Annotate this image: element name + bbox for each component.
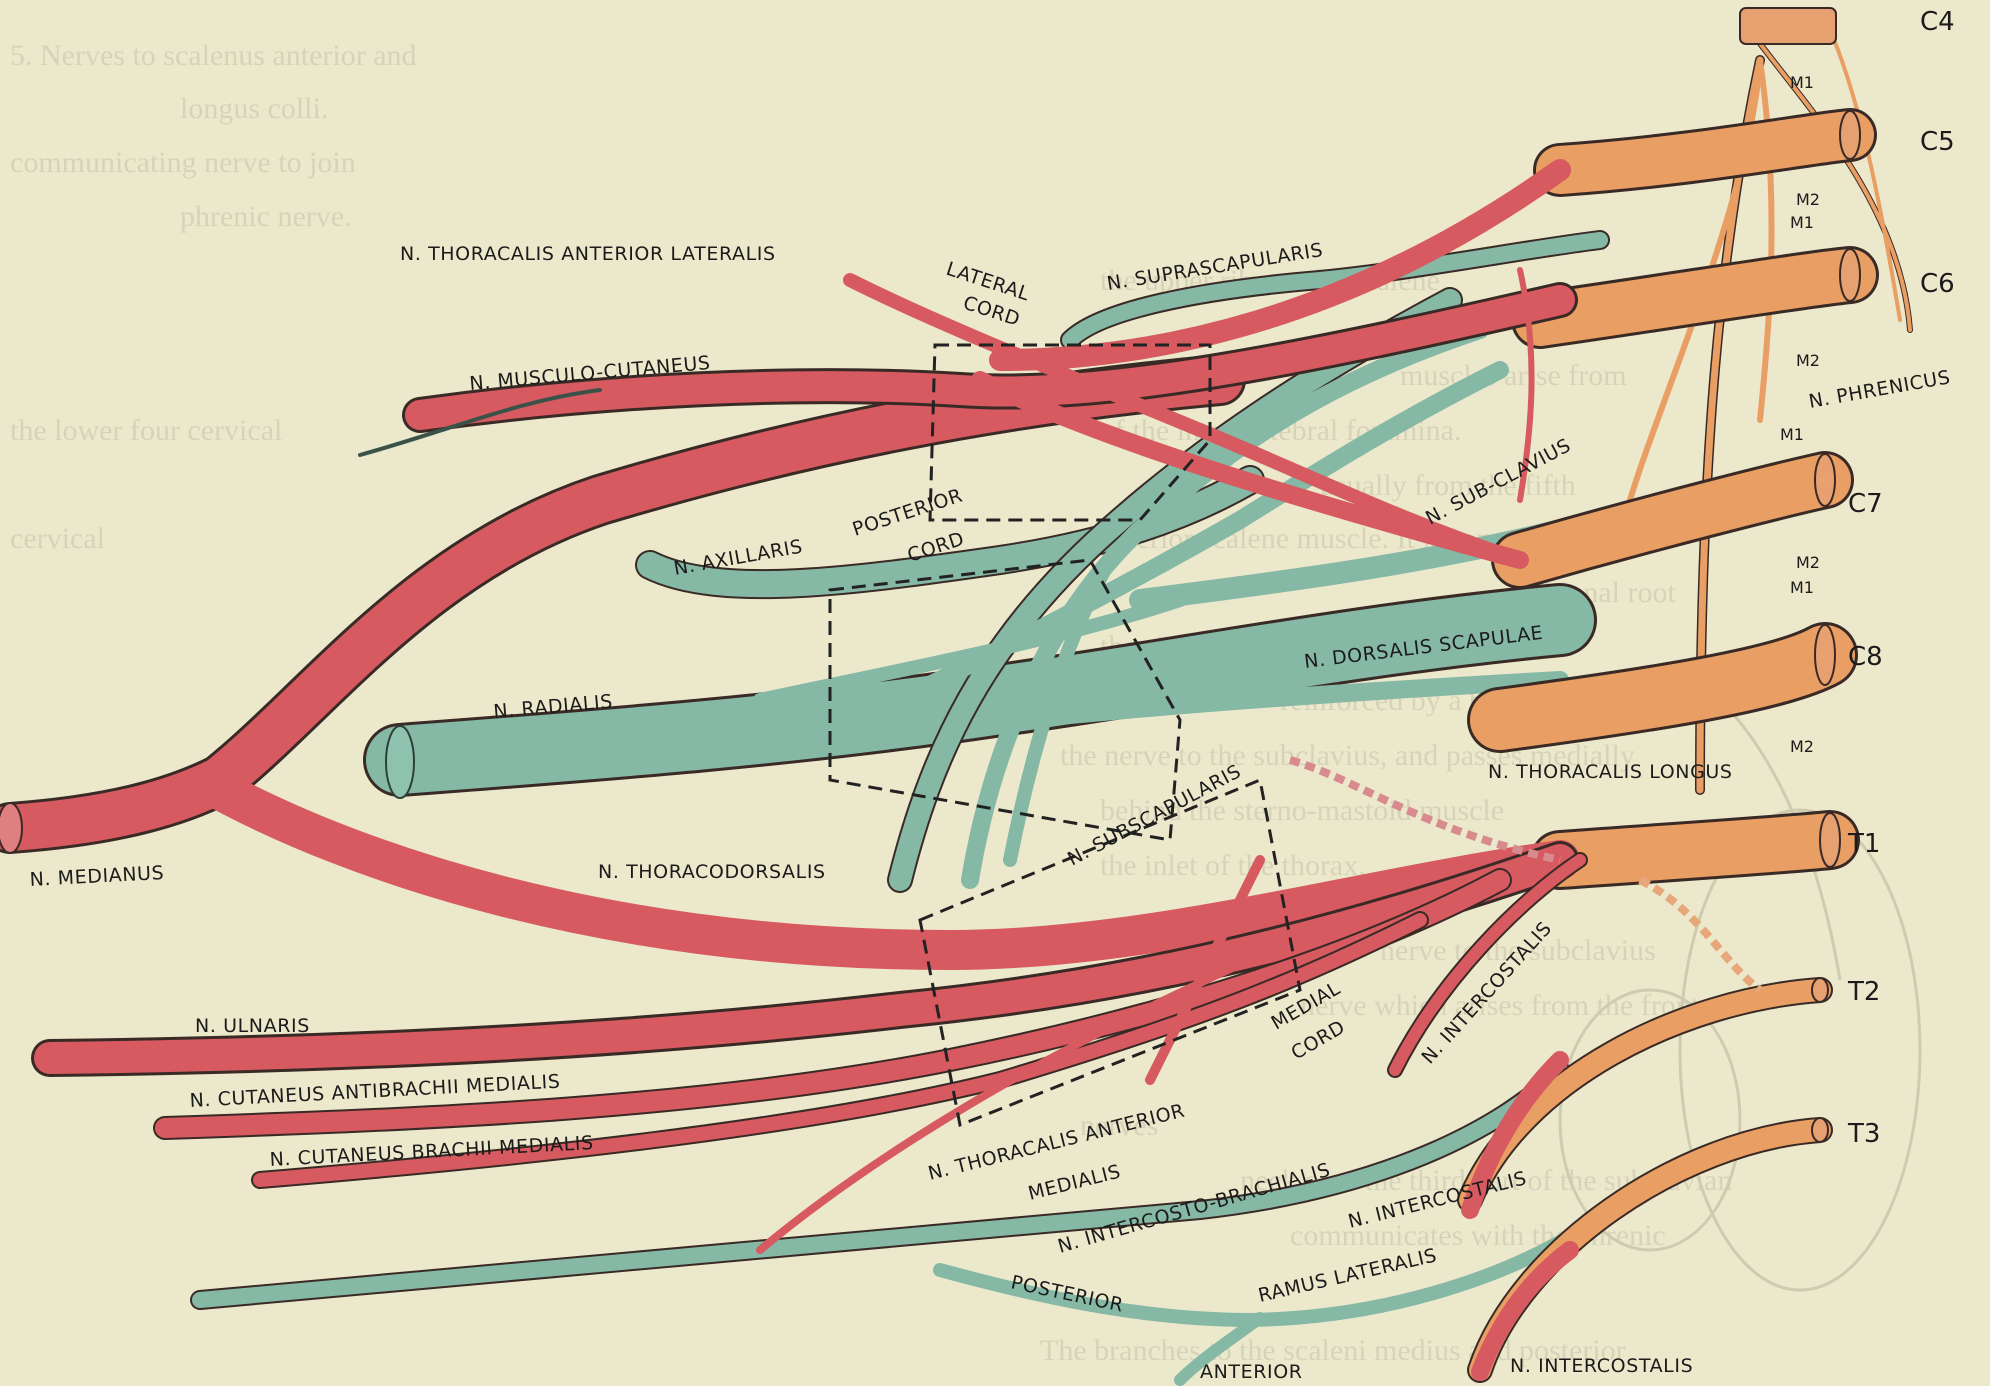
medianus-nerve [0,357,1243,851]
posterior-cord-strand [851,361,1509,729]
subscapularis-nerve [961,321,1489,889]
label-m1: M1 [1790,578,1814,597]
scalene-branch [1757,57,1775,423]
label-t3: T3 [1847,1119,1880,1149]
label-intercostalis-3: N. INTERCOSTALIS [1510,1355,1693,1377]
phrenicus-root [1828,28,1902,322]
label-c7: C7 [1848,489,1883,519]
label-posterior-branch: POSTERIOR [1009,1271,1126,1316]
c7-root [1494,454,1851,586]
ulnaris-nerve [34,844,1576,1074]
t1-t2-communication [1638,876,1763,994]
thoracalis-anterior-lateralis-nerve [843,273,1527,567]
c8-root [1470,625,1855,750]
background-text-line: behind the sterno-mastoid muscle [1100,794,1504,827]
background-text-line: cervical [10,522,105,555]
background-text-line: muscles arise from [1400,359,1627,392]
label-m2: M2 [1796,190,1820,209]
background-text-line: nerve to the subclavius [1380,934,1656,967]
label-anterior-branch: ANTERIOR [1200,1361,1303,1383]
label-t1: T1 [1847,829,1880,859]
musculocutaneus-branch [358,388,602,457]
label-m2: M2 [1796,351,1820,370]
label-thoracodorsalis: N. THORACODORSALIS [598,861,826,883]
background-text-line: nerves [1080,1109,1158,1142]
radialis-nerve [366,586,1594,794]
label-c4: C4 [1920,7,1955,37]
cord-outlines [828,343,1302,1128]
lateral-cord-outline [928,343,1212,522]
background-text-line: 5. Nerves to scalenus anterior and [10,39,417,72]
label-t2: T2 [1847,977,1880,1007]
label-m2: M2 [1790,737,1814,756]
label-m1: M1 [1790,213,1814,232]
medianus-cut-end [0,802,23,854]
medianus-medial-root [200,770,1580,971]
medial-cord-outline [918,777,1302,1128]
label-m1: M1 [1780,425,1804,444]
label-c6: C6 [1920,269,1955,299]
label-c5: C5 [1920,127,1955,157]
ramus-lateralis-anterior [1174,1312,1266,1386]
background-text-line: communicating nerve to join [10,146,356,179]
t1-root [1533,813,1857,887]
spinal-roots [1457,7,1913,1383]
label-c8: C8 [1848,642,1883,672]
intercostalis-nerve-3 [1471,1241,1579,1381]
radialis-cut-end [385,725,415,799]
radialis-branch [831,671,1569,749]
c6-root [1514,249,1876,346]
label-m1: M1 [1790,73,1814,92]
anterior-division-nerves [0,159,1588,1381]
intercostalis-nerve-1 [1389,854,1586,1076]
intercosto-brachialis-nerve [192,1062,1568,1308]
axillaris-nerve [637,467,1263,598]
thoracalis-anterior-medialis-nerve [756,956,1254,1254]
background-text-line: The branches to the scaleni medius and p… [1040,1334,1626,1367]
label-thoracalis-anterior: N. THORACALIS ANTERIOR [926,1100,1187,1185]
posterior-cord-strand [753,593,1187,707]
background-text-line: longus colli. [180,92,328,125]
c5-root [1536,111,1874,194]
label-phrenicus: N. PHRENICUS [1807,366,1952,413]
background-text-line: the lower four cervical [10,414,282,447]
musculocutaneus-nerve [405,285,1575,430]
label-medianus: N. MEDIANUS [29,862,165,891]
label-medialis: MEDIALIS [1026,1161,1123,1205]
label-thoracalis-anterior-lateralis: N. THORACALIS ANTERIOR LATERALIS [400,243,776,265]
lateral-cord-strand [989,159,1571,371]
background-text-line: nerve which arises from the front [1300,989,1700,1022]
lateral-cord-strand [971,371,1529,569]
dorsal-connection [1288,756,1561,864]
medial-cord-branch [1145,855,1265,1085]
suprascapularis-nerve [1062,232,1608,348]
c4-root [1739,7,1837,45]
subclavius-nerve [1517,267,1535,503]
label-m2: M2 [1796,553,1820,572]
background-text-line: phrenic nerve. [180,200,352,233]
intercostalis-nerve-2 [1461,1051,1569,1219]
label-thoracalis-longus: N. THORACALIS LONGUS [1488,761,1733,783]
label-ulnaris: N. ULNARIS [195,1015,310,1037]
cutaneus-brachii-medialis-nerve [253,913,1427,1187]
background-text-line: the inlet of the thorax. [1100,849,1366,882]
